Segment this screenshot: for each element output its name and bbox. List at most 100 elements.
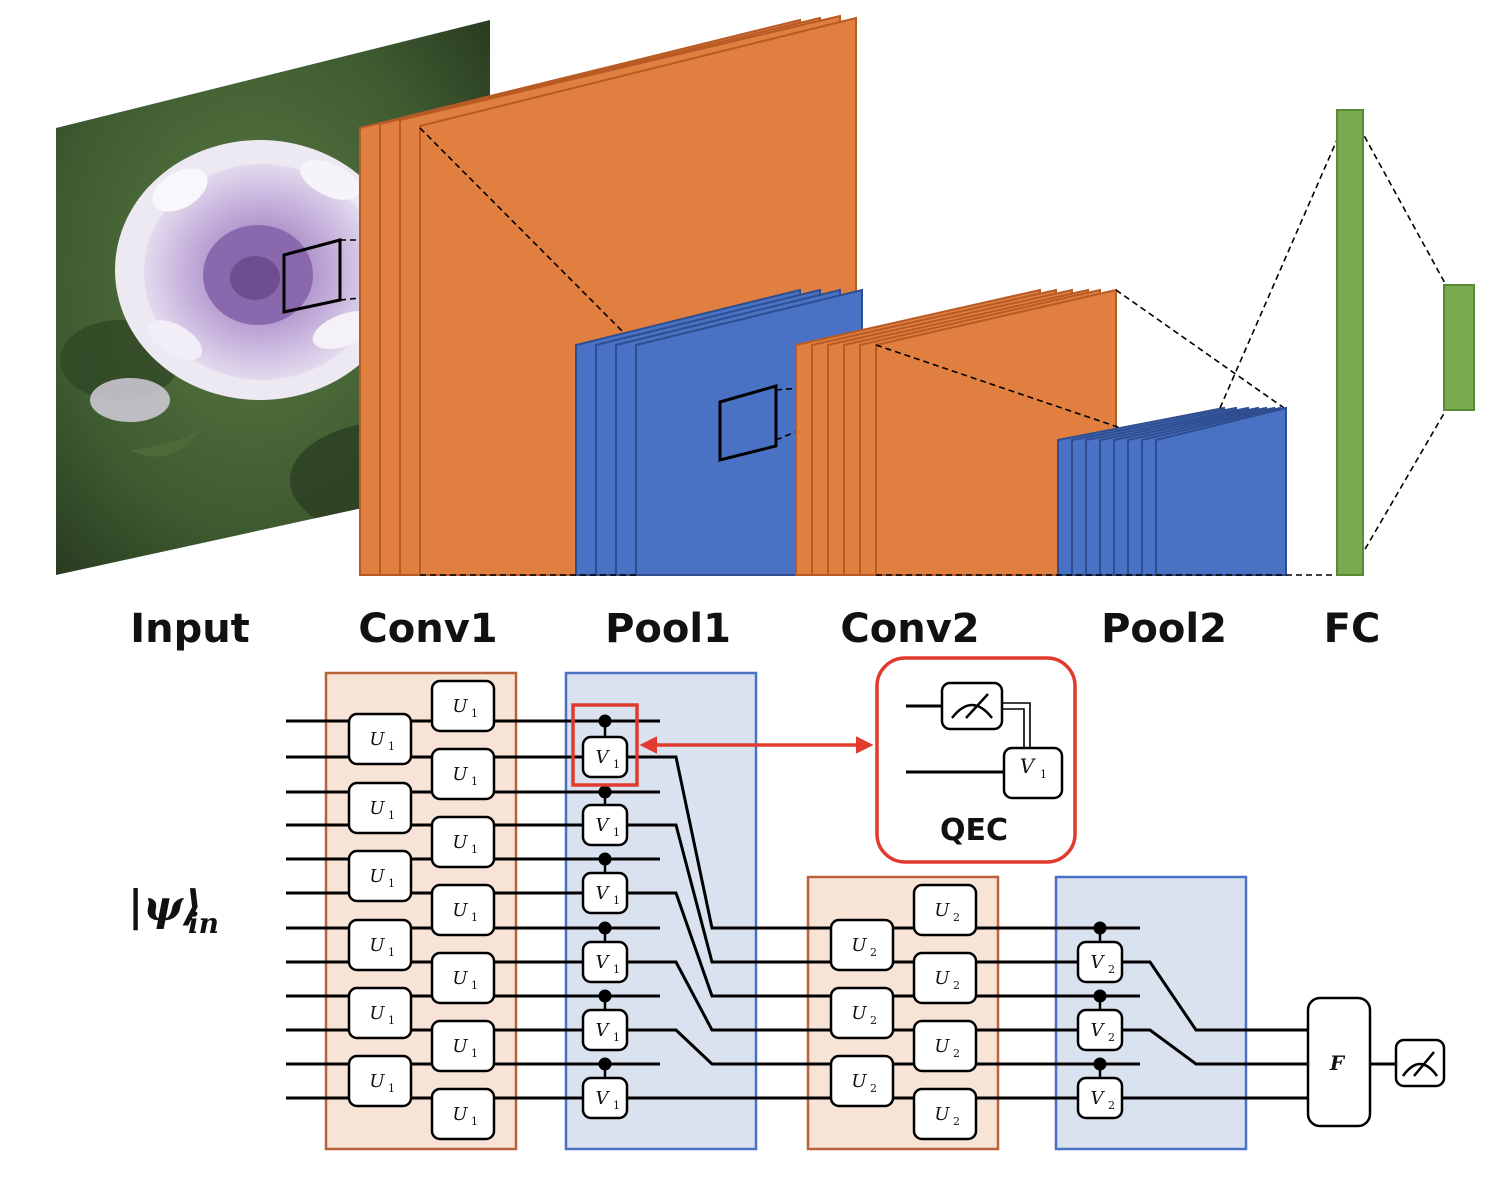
f-gate-label: F [1329, 1051, 1346, 1075]
final-meter [1394, 1038, 1446, 1088]
fc-layer [1336, 109, 1475, 576]
final-wire [1140, 960, 1308, 1032]
v1-gate-label: V [596, 883, 611, 904]
u2-gate-sub: 2 [870, 1014, 877, 1027]
u1-gate-sub: 1 [471, 979, 478, 992]
u2-gate-label: U [934, 1104, 950, 1125]
u1-gate-label: U [452, 696, 468, 717]
u1-gate-sub: 1 [388, 809, 395, 822]
u1-gate-label: U [452, 764, 468, 785]
control-dot [1093, 1057, 1107, 1071]
u2-gate-sub: 2 [953, 979, 960, 992]
v1-gate-label: V [596, 1088, 611, 1109]
u2-gate-label: U [934, 900, 950, 921]
control-dot [598, 714, 612, 728]
input-state-label: |ψ⟩ in [128, 881, 219, 940]
v1-gate-label: V [596, 815, 611, 836]
u1-gate-label: U [369, 866, 385, 887]
v1-gate-label: V [596, 1020, 611, 1041]
u2-gate-label: U [851, 1071, 867, 1092]
label-input: Input [130, 606, 250, 652]
v1-gate-sub: 1 [613, 1031, 620, 1044]
u1-gate-sub: 1 [471, 707, 478, 720]
u1-gate-label: U [369, 1003, 385, 1024]
u2-gate-sub: 2 [870, 946, 877, 959]
v1-gate-label: V [596, 952, 611, 973]
u1-gate-sub: 1 [388, 877, 395, 890]
pool2-layer [1057, 406, 1287, 576]
v2-gate-label: V [1091, 1088, 1106, 1109]
v1-gate-sub: 1 [613, 826, 620, 839]
v2-gate-sub: 2 [1108, 963, 1115, 976]
meter-icon [1401, 1051, 1439, 1077]
v1-gate-sub: 1 [613, 1099, 620, 1112]
label-pool2: Pool2 [1101, 606, 1227, 652]
label-conv1: Conv1 [358, 606, 497, 652]
u1-gate-sub: 1 [388, 740, 395, 753]
u2-gate-sub: 2 [953, 1115, 960, 1128]
u1-gate-label: U [452, 1104, 468, 1125]
u1-gate-label: U [369, 729, 385, 750]
qec-inset: V 1 QEC [875, 656, 1077, 864]
u1-gate-label: U [452, 968, 468, 989]
control-dot [598, 921, 612, 935]
control-dot [1093, 921, 1107, 935]
qec-v-gate-label: V [1020, 754, 1037, 778]
u2-gate-label: U [851, 1003, 867, 1024]
u2-gate-sub: 2 [953, 911, 960, 924]
u1-gate-sub: 1 [388, 1014, 395, 1027]
u2-gate-label: U [851, 935, 867, 956]
label-pool1: Pool1 [605, 606, 731, 652]
u1-gate-label: U [452, 1036, 468, 1057]
u1-gate-sub: 1 [471, 1115, 478, 1128]
u1-gate-label: U [369, 935, 385, 956]
state-psi: |ψ⟩ [128, 881, 202, 930]
u2-gate-sub: 2 [870, 1082, 877, 1095]
v2-gate-label: V [1091, 952, 1106, 973]
v1-gate-sub: 1 [613, 963, 620, 976]
v2-gate-label: V [1091, 1020, 1106, 1041]
meter-icon [951, 693, 993, 719]
u1-gate-sub: 1 [471, 911, 478, 924]
u1-gate-sub: 1 [471, 843, 478, 856]
label-conv2: Conv2 [840, 606, 979, 652]
u2-gate-label: U [934, 1036, 950, 1057]
u1-gate-label: U [369, 798, 385, 819]
qec-highlight-box [571, 703, 639, 787]
v2-gate-sub: 2 [1108, 1099, 1115, 1112]
u1-gate-sub: 1 [388, 1082, 395, 1095]
u1-gate-label: U [452, 900, 468, 921]
qec-label: QEC [940, 813, 1008, 848]
v1-gate-label: V [596, 747, 611, 768]
control-dot [598, 785, 612, 799]
u1-gate-sub: 1 [471, 1047, 478, 1060]
u1-gate-sub: 1 [388, 946, 395, 959]
control-dot [598, 989, 612, 1003]
u1-gate-sub: 1 [471, 775, 478, 788]
control-dot [1093, 989, 1107, 1003]
final-f-gate: F [1306, 996, 1372, 1128]
